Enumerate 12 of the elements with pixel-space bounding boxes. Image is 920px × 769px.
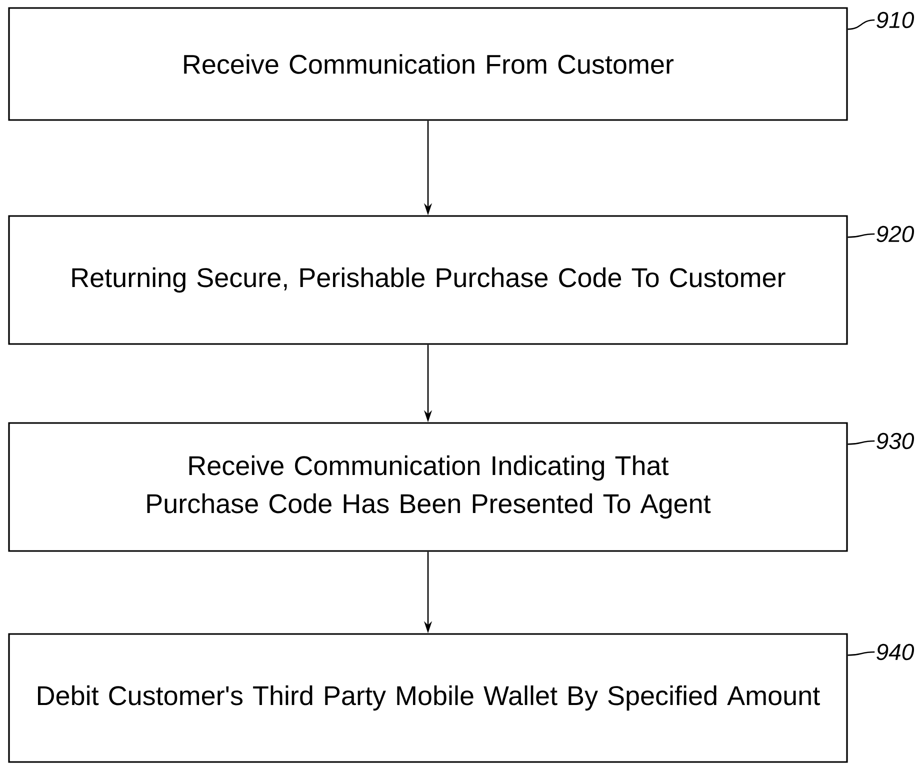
leader-line [848, 440, 875, 445]
reference-number: 910 [876, 12, 914, 28]
leader-line [848, 19, 875, 30]
reference-number: 920 [876, 226, 914, 242]
reference-number: 930 [876, 432, 914, 450]
process-box: Debit Customer's Third Party Mobile Wallet By Specified Amount [8, 633, 848, 763]
leader-line [848, 651, 875, 656]
process-box: Returning Secure, Perishable Purchase Code To Customer [8, 215, 848, 345]
reference-number: 940 [876, 644, 914, 660]
leader-line [848, 233, 875, 238]
process-box: Receive Communication From Customer [8, 7, 848, 121]
process-box: Receive Communication Indicating That Purchase Code Has Been Presented To Agent [8, 422, 848, 552]
